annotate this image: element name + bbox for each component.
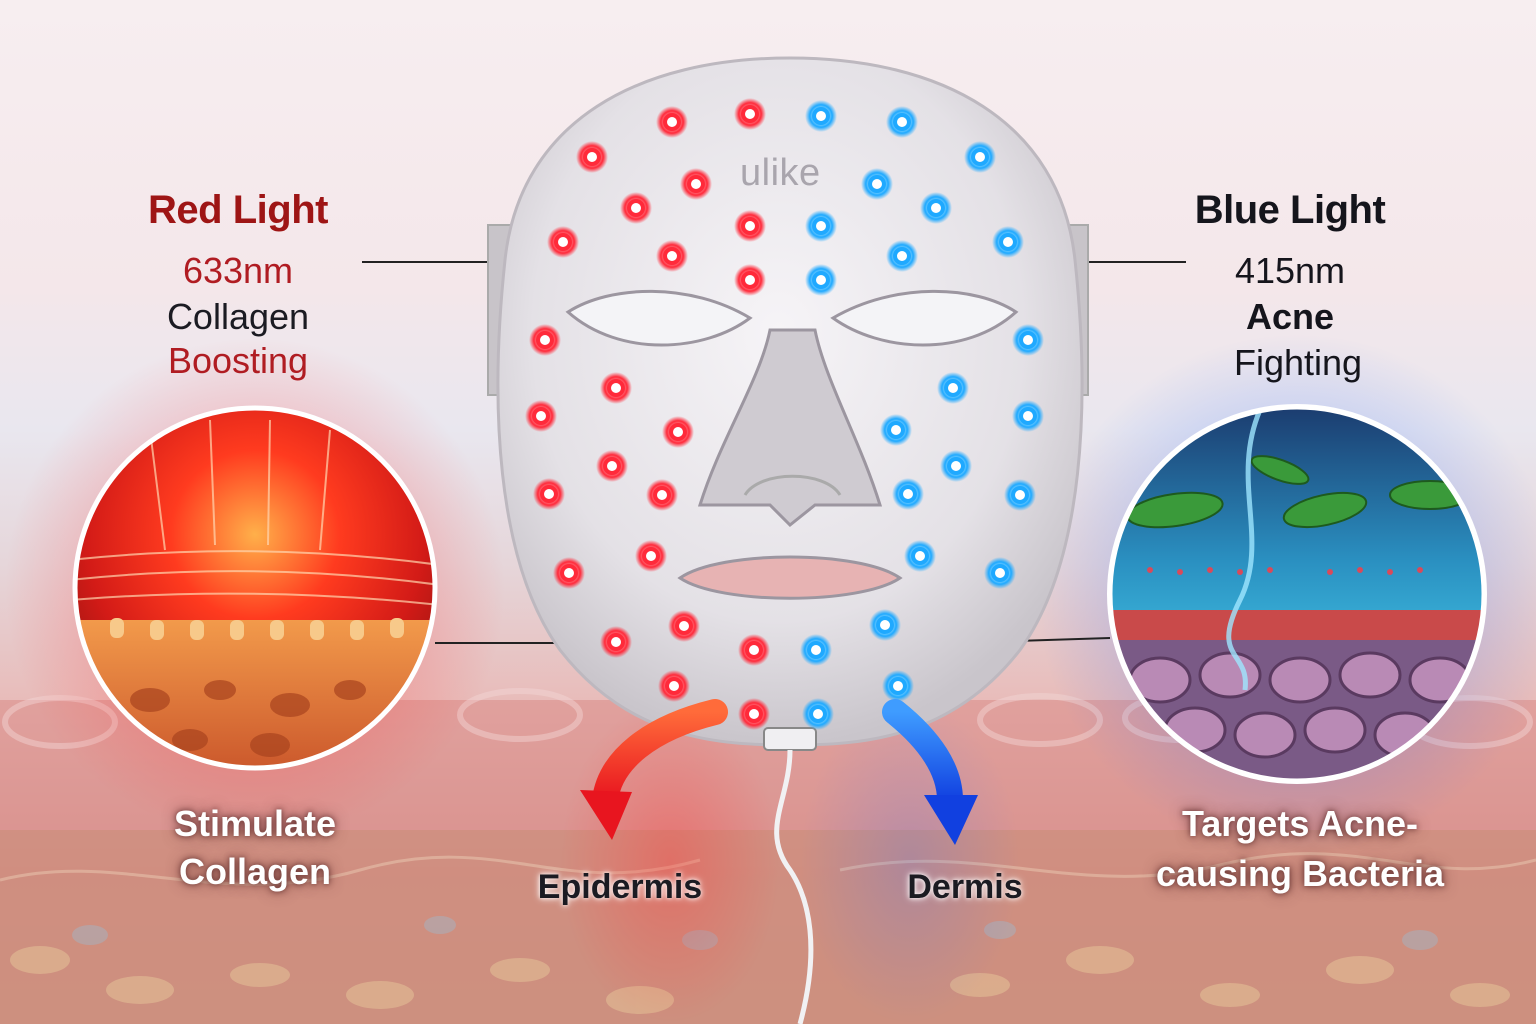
led-dot-core: [1019, 331, 1037, 349]
red-arrow: [580, 699, 728, 840]
epidermis-label: Epidermis: [537, 868, 703, 906]
red-light-title: Red Light: [148, 188, 328, 232]
led-dot-core: [627, 199, 645, 217]
led-dot-core: [583, 148, 601, 166]
blue-skin-circle: [1107, 404, 1487, 784]
led-dot-core: [991, 564, 1009, 582]
led-dot-core: [889, 677, 907, 695]
led-dot-core: [876, 616, 894, 634]
led-dot-core: [887, 421, 905, 439]
led-dot-core: [663, 247, 681, 265]
led-dot-core: [603, 457, 621, 475]
led-dot-core: [554, 233, 572, 251]
led-dot-core: [540, 485, 558, 503]
led-dot-core: [532, 407, 550, 425]
blue-benefit-line2: Fighting: [1233, 342, 1363, 383]
blue-light-title: Blue Light: [1194, 188, 1386, 232]
led-dot-core: [1011, 486, 1029, 504]
led-lights: [525, 98, 1044, 730]
led-dot-core: [971, 148, 989, 166]
red-benefit-line1: Collagen: [166, 296, 310, 337]
blue-benefit-line1: Acne: [1245, 296, 1335, 337]
led-dot-core: [741, 217, 759, 235]
red-caption-line2: Collagen: [178, 851, 331, 892]
led-dot-core: [947, 457, 965, 475]
red-caption-line1: Stimulate: [173, 803, 337, 844]
led-dot-core: [745, 705, 763, 723]
dermis-label: Dermis: [907, 868, 1023, 906]
led-dot-core: [642, 547, 660, 565]
led-dot-core: [868, 175, 886, 193]
led-dot-core: [745, 641, 763, 659]
blue-caption-line1: Targets Acne-: [1181, 803, 1419, 844]
led-mask: [487, 56, 1089, 1024]
blue-arrow: [882, 699, 978, 845]
led-dot-core: [607, 633, 625, 651]
led-dot-core: [911, 547, 929, 565]
red-benefit-line2: Boosting: [167, 340, 309, 381]
led-dot-core: [807, 641, 825, 659]
led-dot-core: [665, 677, 683, 695]
led-dot-core: [607, 379, 625, 397]
led-dot-core: [663, 113, 681, 131]
led-dot-core: [741, 105, 759, 123]
led-dot-core: [893, 247, 911, 265]
led-dot-core: [669, 423, 687, 441]
led-dot-core: [560, 564, 578, 582]
led-dot-core: [812, 217, 830, 235]
led-dot-core: [741, 271, 759, 289]
led-dot-core: [675, 617, 693, 635]
led-dot-core: [653, 486, 671, 504]
led-dot-core: [893, 113, 911, 131]
blue-caption-line2: causing Bacteria: [1155, 853, 1445, 894]
led-dot-core: [944, 379, 962, 397]
led-dot-core: [899, 485, 917, 503]
brand-logo: ulike: [740, 152, 821, 194]
led-dot-core: [687, 175, 705, 193]
red-wavelength: 633nm: [182, 250, 294, 291]
blue-wavelength: 415nm: [1234, 250, 1346, 291]
led-dot-core: [536, 331, 554, 349]
led-dot-core: [809, 705, 827, 723]
led-dot-core: [812, 271, 830, 289]
led-dot-core: [999, 233, 1017, 251]
led-dot-core: [927, 199, 945, 217]
led-dot-core: [812, 107, 830, 125]
led-dot-core: [1019, 407, 1037, 425]
